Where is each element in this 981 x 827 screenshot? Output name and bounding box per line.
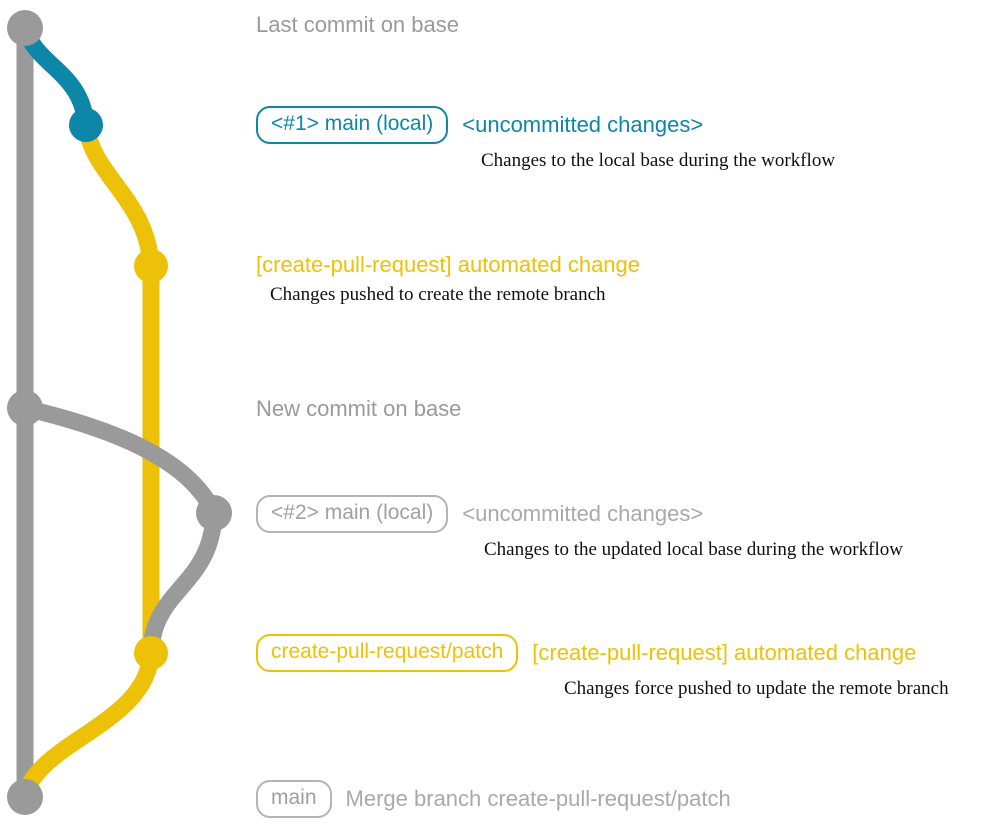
commit-note: Changes pushed to create the remote bran… <box>270 284 606 305</box>
commit-subject: Last commit on base <box>256 12 459 37</box>
ref-chip-main[interactable]: main <box>256 780 332 818</box>
entry-row: <#2> main (local) <uncommitted changes> <box>256 495 903 533</box>
amber-branch-line-upper <box>77 116 160 275</box>
commit-entry-merge: main Merge branch create-pull-request/pa… <box>256 780 731 818</box>
commit-subject: <uncommitted changes> <box>462 501 704 526</box>
ref-chip-create-pull-request-patch[interactable]: create-pull-request/patch <box>256 634 519 672</box>
ref-chip-local-main-1[interactable]: <#1> main (local) <box>256 106 449 144</box>
commit-node-merge[interactable] <box>7 779 43 815</box>
commit-node-automated-change-1[interactable] <box>134 249 168 283</box>
merge-line <box>16 644 160 806</box>
commit-node-new-base[interactable] <box>7 390 43 426</box>
rebase-arc-in <box>142 504 223 662</box>
commit-subject: [create-pull-request] automated change <box>532 640 917 665</box>
rebase-arc-out <box>16 399 223 522</box>
commit-entry-local-main-2: <#2> main (local) <uncommitted changes> … <box>256 495 903 561</box>
commit-node-base-head[interactable] <box>7 10 43 46</box>
entry-row: create-pull-request/patch [create-pull-r… <box>256 634 949 672</box>
commit-entry-automated-change-2: create-pull-request/patch [create-pull-r… <box>256 634 949 700</box>
commit-note: Changes to the local base during the wor… <box>481 150 836 171</box>
commit-node-automated-change-2[interactable] <box>134 636 168 670</box>
entry-row: [create-pull-request] automated change <box>256 252 640 278</box>
ref-chip-local-main-2[interactable]: <#2> main (local) <box>256 495 449 533</box>
commit-entry-last-commit-on-base: Last commit on base <box>256 12 459 38</box>
commit-node-local-main-1[interactable] <box>69 108 103 142</box>
commit-note: Changes force pushed to update the remot… <box>564 678 949 699</box>
commit-entry-automated-change-1: [create-pull-request] automated change C… <box>256 252 640 306</box>
entry-row: Last commit on base <box>256 12 459 38</box>
commit-subject: <uncommitted changes> <box>462 112 704 137</box>
commit-node-local-main-2[interactable] <box>196 495 232 531</box>
commit-note: Changes to the updated local base during… <box>484 539 903 560</box>
commit-entry-local-main-1: <#1> main (local) <uncommitted changes> … <box>256 106 835 172</box>
entry-row: <#1> main (local) <uncommitted changes> <box>256 106 835 144</box>
entry-row: main Merge branch create-pull-request/pa… <box>256 780 731 818</box>
commit-subject: [create-pull-request] automated change <box>256 252 641 277</box>
commit-subject: Merge branch create-pull-request/patch <box>345 786 731 811</box>
entry-row: New commit on base <box>256 396 461 422</box>
commit-subject: New commit on base <box>256 396 462 421</box>
commit-entry-new-commit-on-base: New commit on base <box>256 396 461 422</box>
